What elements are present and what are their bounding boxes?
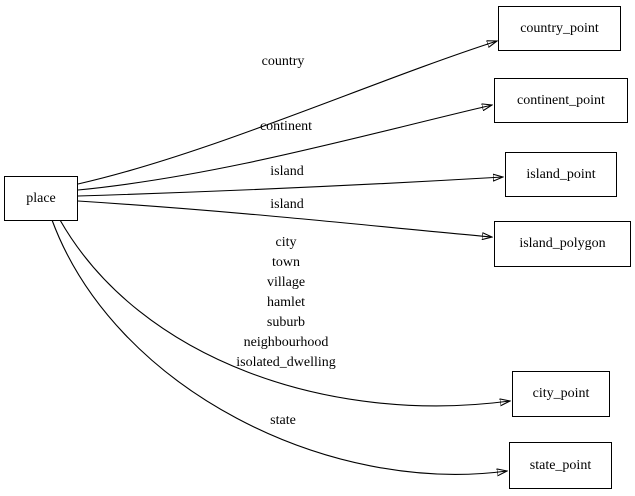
node-city-point: city_point (512, 371, 610, 417)
node-island-polygon: island_polygon (494, 221, 631, 267)
edge-label-continent: continent (259, 119, 313, 134)
edge-place-continent-point (77, 105, 492, 191)
edge-place-state-point (51, 219, 507, 474)
edge-place-island-polygon (77, 200, 492, 237)
node-continent-point-label: continent_point (517, 92, 605, 108)
node-state-point-label: state_point (529, 457, 592, 473)
edge-label-suburb: suburb (266, 315, 306, 330)
node-place-label: place (26, 190, 56, 206)
edge-place-island-point (77, 177, 503, 197)
node-city-point-label: city_point (532, 386, 590, 401)
edge-place-country-point (77, 41, 497, 185)
edge-label-hamlet: hamlet (266, 295, 306, 310)
edge-place-city-point (59, 219, 510, 407)
edge-label-city: city (275, 235, 297, 250)
edge-label-city-group: city town village hamlet suburb neighbou… (236, 233, 336, 373)
edge-label-state: state (270, 413, 296, 428)
node-island-point-label: island_point (526, 166, 596, 182)
edge-label-isolated-dwelling: isolated_dwelling (236, 355, 336, 370)
node-country-point-label: country_point (520, 20, 599, 36)
edge-label-town: town (271, 255, 300, 270)
node-place: place (4, 176, 78, 221)
node-state-point: state_point (509, 442, 612, 489)
edge-label-island-1: island (270, 164, 304, 179)
node-country-point: country_point (498, 6, 621, 51)
node-island-polygon-label: island_polygon (519, 236, 606, 251)
edge-label-neighbourhood: neighbourhood (243, 335, 329, 350)
node-island-point: island_point (505, 152, 617, 197)
node-continent-point: continent_point (494, 78, 628, 123)
edge-label-island-2: island (270, 197, 304, 212)
edge-label-village: village (266, 275, 306, 290)
edge-label-country: country (261, 54, 305, 69)
